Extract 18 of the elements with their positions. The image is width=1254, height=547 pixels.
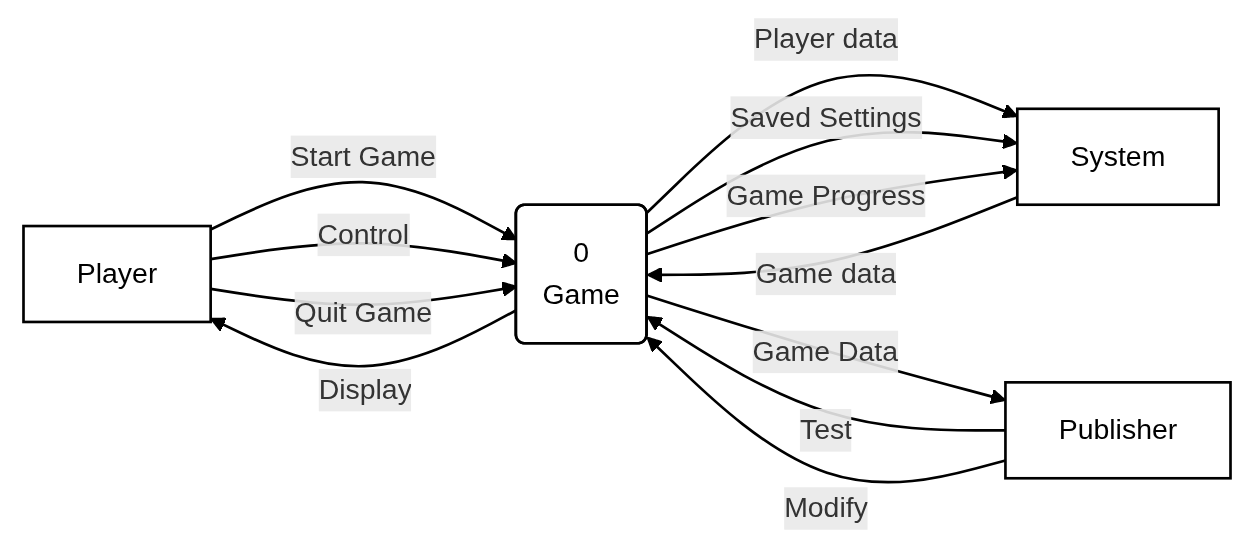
edge-label: Start Game [290,140,436,171]
arrow [647,163,1018,255]
edge-label: Saved Settings [730,101,922,132]
arrow [646,315,1006,432]
arrow [646,336,1006,483]
edge-label: Game data [755,257,897,288]
edge-label: Test [799,413,853,445]
edge-label: Game Progress [726,179,926,210]
node-box: Player [22,224,212,323]
edge-label: Quit Game [294,296,432,327]
arrow [646,130,1018,234]
edge-label: Control [317,218,410,249]
node-box: Publisher [1004,380,1232,480]
edge-label: Display [318,373,412,404]
edge-label: Game Data [752,335,898,366]
edge-label: Player data [754,23,898,54]
edge-label: Modify [784,491,868,523]
node-box: System [1015,106,1220,206]
